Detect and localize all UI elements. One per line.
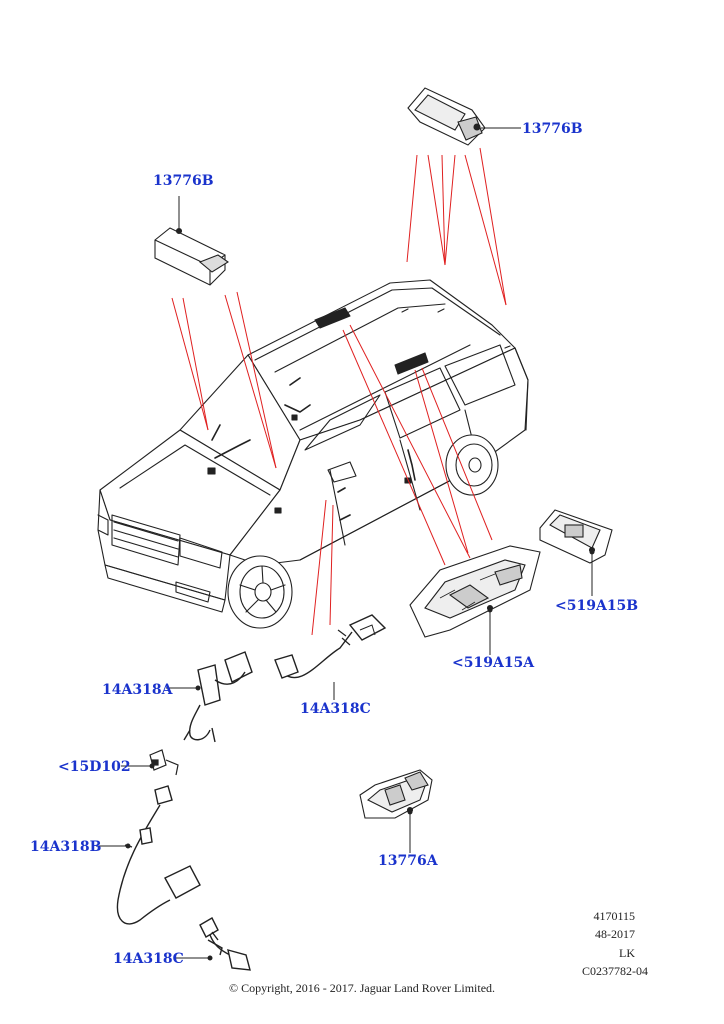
part-harness-14a318a [183,651,253,743]
part-harness-14a318b [116,785,201,925]
part-harness-14a318c-center [274,614,387,679]
part-connector-15d102 [149,749,179,776]
part-switch-519a15b [539,509,613,564]
callout-519a15a: <519A15A [452,655,535,671]
vehicle-outline [97,279,529,629]
footer-id-line1: 4170115 [593,909,635,923]
leader-lines [171,147,507,636]
part-harness-14a318c-bottom [199,917,251,971]
callout-14a318a: 14A318A [102,682,173,698]
callout-leaders [96,127,595,961]
part-roof-lamp-top [407,87,486,146]
copyright-notice: © Copyright, 2016 - 2017. Jaguar Land Ro… [228,981,496,995]
callout-15d102: <15D102 [58,759,131,775]
footer-id-line3: LK [619,946,635,960]
callout-14a318b: 14A318B [30,839,102,855]
footer-id-line2: 48-2017 [595,927,635,941]
callout-14a318c-center: 14A318C [300,701,371,717]
part-console-519a15a [409,545,541,638]
callout-14a318c-bottom: 14A318C [113,951,184,967]
footer-id-line4: C0237782-04 [582,964,648,978]
part-module-top-left [154,227,229,286]
part-lamp-13776a [359,769,433,819]
callout-13776a: 13776A [378,853,438,869]
callout-13776b-top-left: 13776B [153,173,214,189]
callout-519a15b: <519A15B [555,598,639,614]
callout-13776b-top-right: 13776B [522,121,583,137]
